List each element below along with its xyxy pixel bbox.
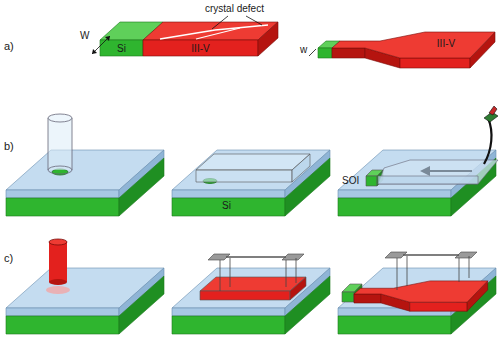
- callout-label: crystal defect: [205, 3, 264, 14]
- iii-v-bar: [290, 277, 306, 300]
- iii-v-taper: [354, 294, 381, 303]
- dimension-label: W: [80, 30, 89, 41]
- leader-line: [246, 16, 262, 25]
- si-bar: [100, 40, 143, 56]
- layer-label: Si: [222, 200, 231, 211]
- template-tube: [48, 114, 72, 122]
- width-arrow: [92, 36, 110, 54]
- iii-v-bar: [143, 22, 278, 40]
- pipette-line: [484, 118, 491, 164]
- contact-wire: [286, 260, 287, 287]
- laser-beam: [49, 242, 67, 282]
- contact-wire: [296, 258, 297, 283]
- silicon-layer: [6, 198, 119, 216]
- iii-v-bar: [143, 40, 258, 56]
- iii-v-block: III-V: [418, 37, 474, 50]
- template-tube: [72, 118, 73, 170]
- silicon-layer: [119, 276, 164, 334]
- contact-wire: [397, 258, 398, 290]
- oxide-layer: [6, 190, 119, 198]
- iii-v-taper: [400, 58, 470, 68]
- si-block: Si: [100, 40, 143, 56]
- arrow-head: [105, 36, 110, 41]
- contact-wire: [407, 256, 408, 286]
- contact-bridge: [403, 254, 459, 256]
- template-tube: [48, 118, 49, 170]
- silicon-layer: [172, 198, 285, 216]
- iii-v-bar: [258, 22, 278, 56]
- filled-template: [378, 176, 478, 184]
- oxide-layer: [338, 190, 451, 198]
- layer-label: SOI: [342, 175, 359, 186]
- template-tube: [48, 166, 72, 174]
- flow-arrow: [428, 170, 472, 172]
- laser-spot: [46, 286, 70, 294]
- leader-line: [212, 16, 228, 29]
- oxide-layer: [172, 190, 285, 198]
- pipette-tip: [489, 106, 497, 115]
- panel-letter: a): [4, 40, 14, 52]
- si-waveguide: [318, 48, 332, 58]
- iii-v-block: III-V: [143, 40, 258, 56]
- block-label: III-V: [191, 43, 209, 54]
- filled-template: [378, 160, 498, 184]
- soi-seed: [366, 176, 377, 186]
- contact-wire: [469, 256, 470, 278]
- silicon-layer: [119, 158, 164, 216]
- template-channel: [196, 154, 310, 170]
- silicon-layer: [338, 198, 451, 216]
- panel-letter: c): [4, 252, 13, 264]
- crystal-defect: [196, 28, 240, 39]
- width-arrow: [309, 49, 316, 56]
- iii-v-bar: [200, 277, 306, 291]
- oxide-layer: [6, 308, 119, 316]
- iii-v-taper: [410, 302, 467, 311]
- arrow-head: [92, 49, 97, 54]
- panel-letter: b): [4, 140, 14, 152]
- contact-wire: [220, 260, 221, 291]
- silicon-layer: [338, 316, 451, 334]
- si-waveguide: [342, 292, 354, 302]
- crystal-defect: [215, 25, 268, 30]
- contact-wire: [459, 258, 460, 282]
- laser-beam: [49, 279, 67, 285]
- iii-v-taper: [332, 32, 495, 58]
- silicon-layer: [172, 316, 285, 334]
- template-channel: [292, 154, 310, 182]
- template-channel: [196, 170, 292, 182]
- crystal-defect: [160, 30, 215, 39]
- contact-bridge: [226, 256, 286, 258]
- block-label: III-V: [437, 38, 455, 49]
- flow-arrow: [420, 166, 430, 176]
- iii-v-taper: [354, 281, 488, 302]
- oxide-layer: [172, 308, 285, 316]
- contact-wire: [230, 258, 231, 287]
- silicon-layer: [6, 316, 119, 334]
- iii-v-taper: [332, 48, 365, 58]
- laser-beam: [49, 239, 67, 245]
- iii-v-bar: [200, 291, 290, 300]
- dimension-label: w: [300, 44, 307, 55]
- template-tube: [48, 118, 72, 170]
- block-label: Si: [117, 43, 126, 54]
